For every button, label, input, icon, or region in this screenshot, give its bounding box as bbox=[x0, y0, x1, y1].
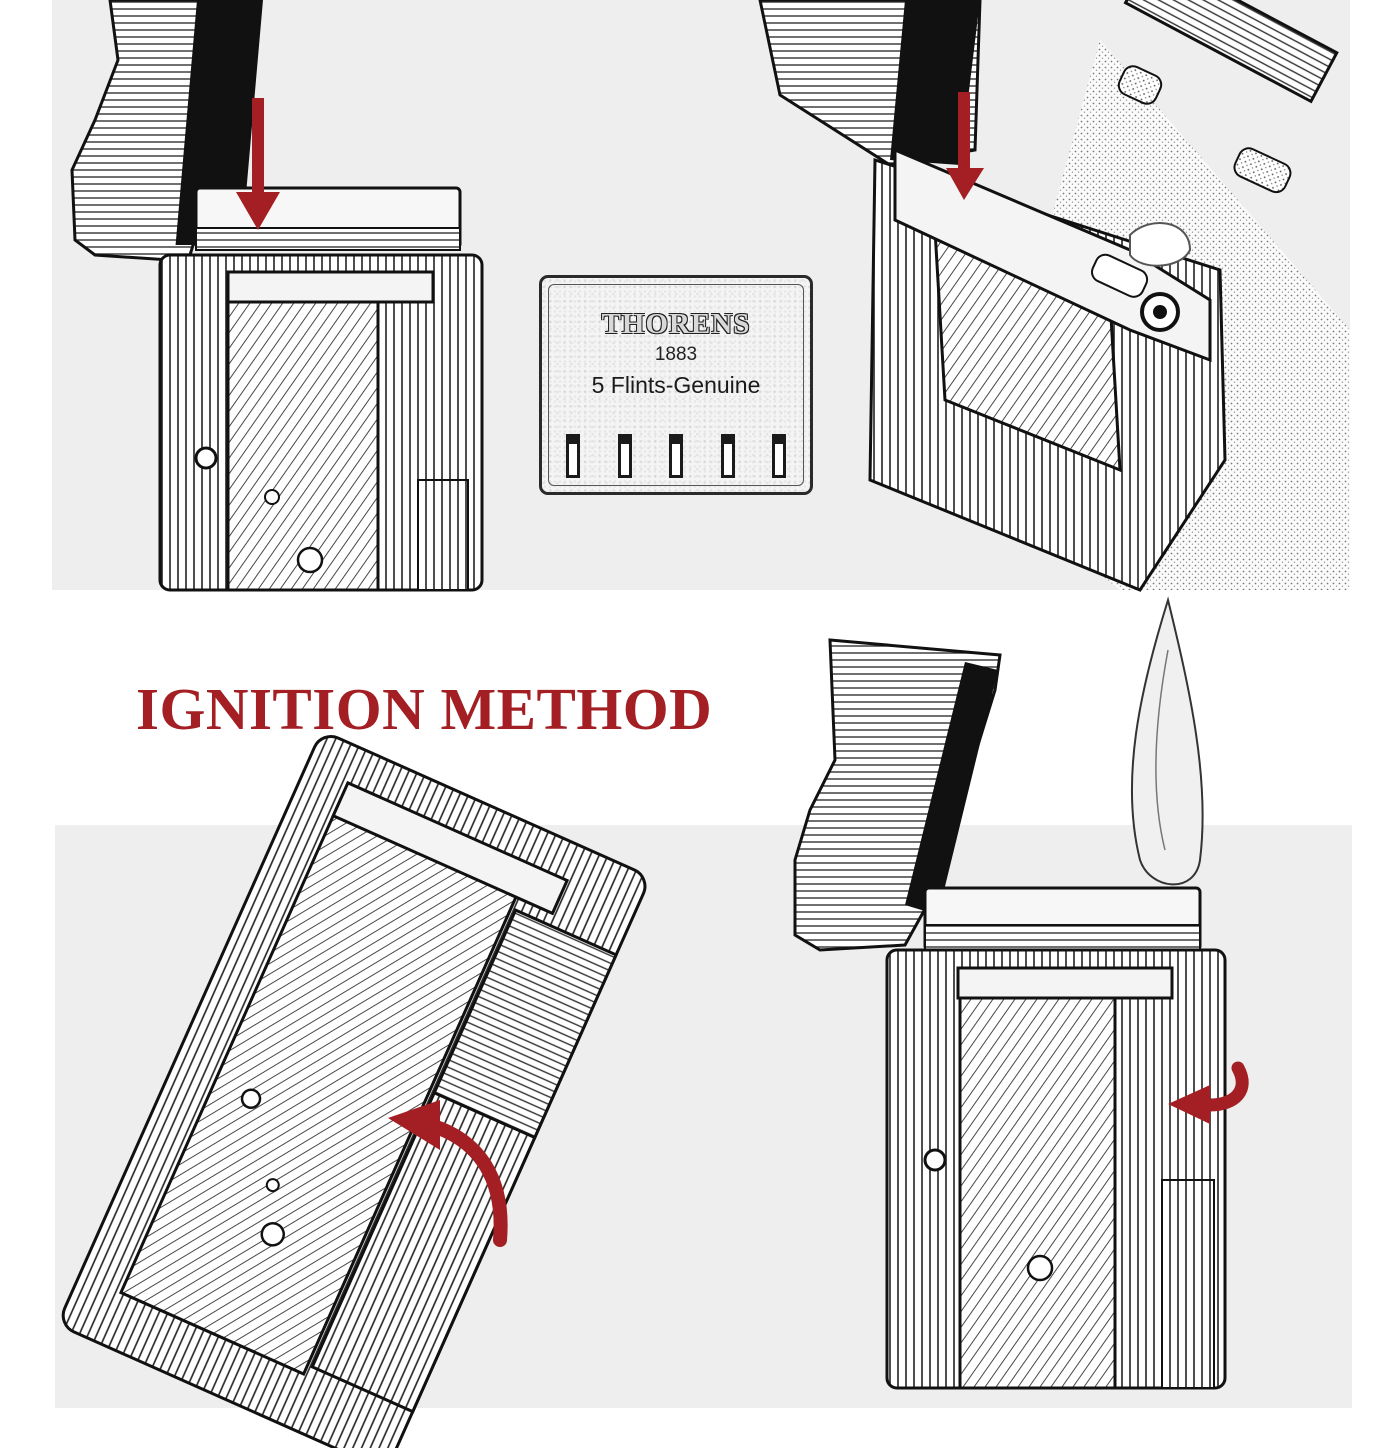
brand-year: 1883 bbox=[654, 344, 698, 365]
lighter-lit-flame-illustration bbox=[793, 596, 1227, 1390]
curved-arrow-icon bbox=[388, 1100, 508, 1247]
down-arrow-icon bbox=[946, 92, 984, 200]
flint-slot bbox=[720, 434, 735, 478]
down-arrow-icon bbox=[236, 98, 280, 230]
flint-slot bbox=[669, 434, 683, 478]
curved-arrow-icon bbox=[1168, 1061, 1249, 1124]
lighter-flint-insertion-illustration bbox=[758, 0, 1350, 592]
flint-slot bbox=[566, 434, 580, 478]
flint-pack-label: 5 Flints-Genuine bbox=[591, 372, 761, 398]
lighter-lid-open-illustration bbox=[70, 0, 484, 592]
lighter-wheel-roll-illustration bbox=[61, 735, 647, 1448]
brand-logo: THORENS bbox=[601, 308, 751, 340]
page-title: IGNITION METHOD bbox=[136, 676, 713, 742]
flint-slot bbox=[617, 434, 632, 478]
flint-slots bbox=[566, 434, 786, 480]
flint-pack: THORENS 1883 5 Flints-Genuine bbox=[539, 275, 813, 495]
flint-slot bbox=[772, 434, 786, 478]
